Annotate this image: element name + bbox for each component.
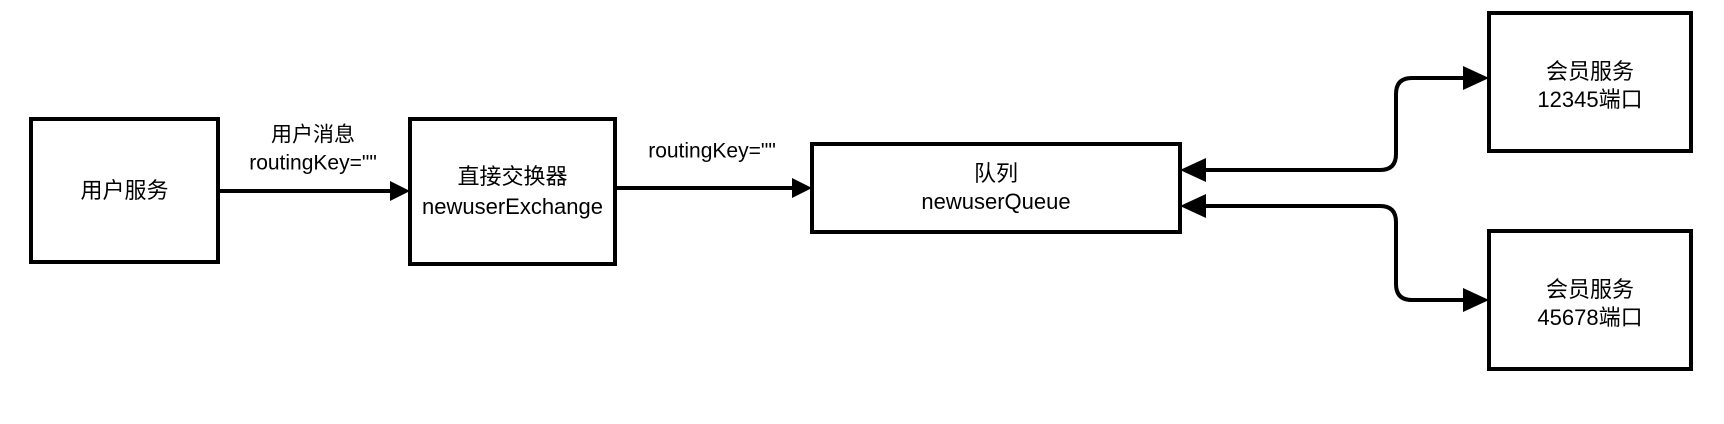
edge-queue-consumer-bottom-path <box>1279 204 1475 302</box>
node-user-service[interactable]: 用户服务 <box>29 117 220 264</box>
node-consumer-bottom-label-line1: 会员服务 <box>1546 277 1634 302</box>
node-queue-label-line2: newuserQueue <box>921 189 1070 214</box>
node-consumer-top[interactable]: 会员服务 12345端口 <box>1487 11 1693 153</box>
edge-queue-consumer-top-arrowhead-queue <box>1180 158 1206 182</box>
node-exchange-box <box>408 117 617 266</box>
node-exchange[interactable]: 直接交换器 newuserExchange <box>408 117 617 266</box>
node-consumer-top-box <box>1487 11 1693 153</box>
node-queue-label-line1: 队列 <box>974 161 1018 186</box>
node-consumer-bottom-box <box>1487 229 1693 371</box>
edge-queue-consumer-top-arrowhead-consumer <box>1463 66 1489 90</box>
edge-queue-consumer-top-path <box>1279 76 1475 172</box>
node-consumer-bottom[interactable]: 会员服务 45678端口 <box>1487 229 1693 371</box>
edge-user-service-to-exchange-arrowhead <box>390 181 410 201</box>
node-exchange-label-line1: 直接交换器 <box>457 164 567 189</box>
edge-queue-consumer-bottom-arrowhead-queue <box>1180 194 1206 218</box>
edge-user-service-to-exchange: 用户消息 routingKey="" <box>218 124 410 201</box>
node-user-service-box <box>29 117 220 264</box>
edge-queue-consumer-top <box>1180 66 1489 182</box>
node-consumer-top-label-line2: 12345端口 <box>1537 87 1642 112</box>
edge-exchange-to-queue: routingKey="" <box>615 140 812 198</box>
node-queue-box <box>810 142 1182 234</box>
node-queue[interactable]: 队列 newuserQueue <box>810 142 1182 234</box>
edge-exchange-to-queue-arrowhead <box>792 178 812 198</box>
node-consumer-bottom-label-line2: 45678端口 <box>1537 305 1642 330</box>
edge-queue-consumer-bottom <box>1180 194 1489 312</box>
node-consumer-top-label-line1: 会员服务 <box>1546 59 1634 84</box>
edge-exchange-to-queue-label-line1: routingKey="" <box>648 140 776 163</box>
edge-user-service-to-exchange-label-line1: 用户消息 <box>271 124 355 147</box>
edge-user-service-to-exchange-label-line2: routingKey="" <box>249 152 377 175</box>
node-exchange-label-line2: newuserExchange <box>422 194 603 219</box>
node-user-service-label-line1: 用户服务 <box>80 178 168 203</box>
edge-queue-consumer-bottom-arrowhead-consumer <box>1463 288 1489 312</box>
